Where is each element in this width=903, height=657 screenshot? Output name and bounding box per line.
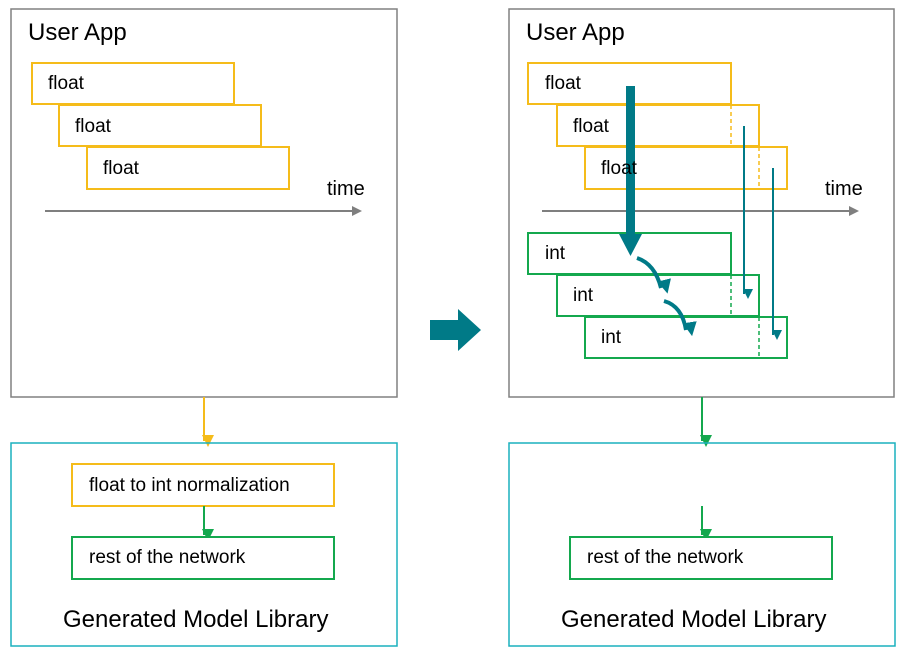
right-int-label-3: int <box>601 327 622 348</box>
right-float-label-1: float <box>545 73 581 94</box>
right-generated-library-panel <box>508 442 896 647</box>
right-rest-network-box <box>569 536 833 580</box>
right-int-label-1: int <box>545 243 566 264</box>
left-float-box-3 <box>86 146 290 190</box>
right-int-box-2 <box>556 274 760 317</box>
left-float-label-2: float <box>75 116 111 137</box>
right-time-label: time <box>825 178 863 200</box>
left-user-app-title: User App <box>28 19 127 46</box>
right-float-box-3 <box>584 146 788 190</box>
right-curved-arrow-1 <box>636 256 671 294</box>
right-int-label-2: int <box>573 285 594 306</box>
right-thick-conversion-arrow-head <box>619 234 642 256</box>
left-generated-library-panel <box>10 442 398 647</box>
right-float-label-2: float <box>573 116 609 137</box>
transform-arrow <box>430 309 481 351</box>
left-rest-network-label: rest of the network <box>89 547 246 568</box>
right-float-box-2 <box>556 104 760 147</box>
left-float-label-3: float <box>103 158 139 179</box>
right-thick-conversion-arrow-shaft <box>626 86 635 236</box>
right-library-title: Generated Model Library <box>561 606 827 633</box>
left-library-title: Generated Model Library <box>63 606 329 633</box>
left-rest-network-box <box>71 536 335 580</box>
left-normalization-label: float to int normalization <box>89 475 290 496</box>
left-float-label-1: float <box>48 73 84 94</box>
left-time-label: time <box>327 178 365 200</box>
right-user-app-title: User App <box>526 19 625 46</box>
right-float-label-3: float <box>601 158 637 179</box>
right-curved-arrow-2 <box>663 299 697 337</box>
right-rest-network-label: rest of the network <box>587 547 744 568</box>
